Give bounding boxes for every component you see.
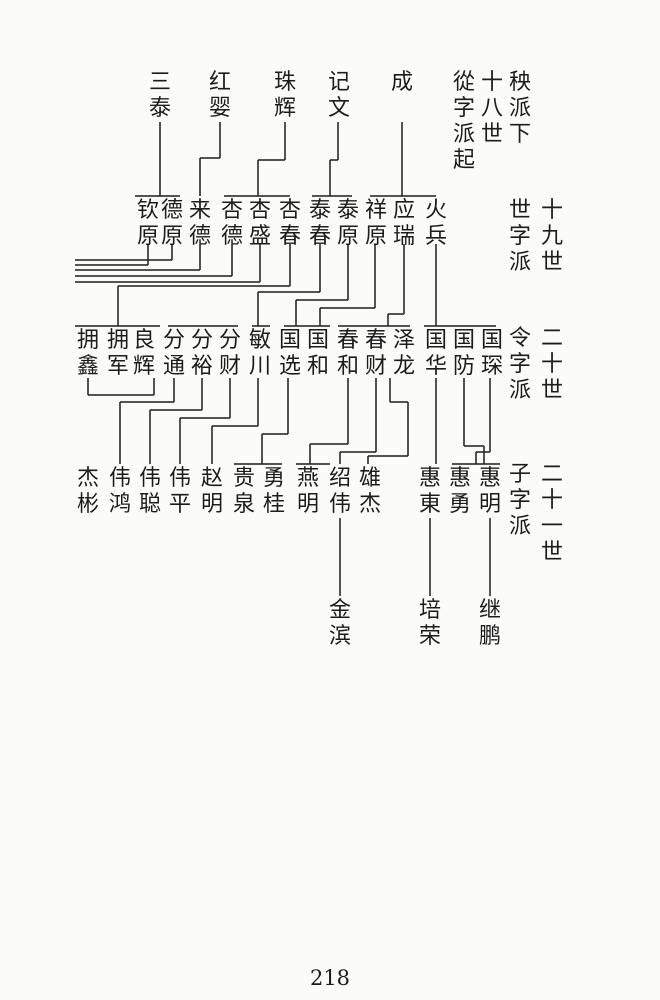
gen18-name: 成	[390, 70, 413, 95]
gen22-name: 培荣	[418, 598, 441, 649]
gen21-name: 伟平	[168, 466, 191, 517]
gen20-name: 分通	[162, 328, 185, 379]
gen20-name: 春财	[364, 328, 387, 379]
gen18-name: 记文	[327, 70, 350, 121]
gen19-name: 德原	[160, 198, 183, 249]
page-number: 218	[309, 966, 351, 990]
gen21-name: 杰彬	[76, 466, 99, 517]
gen18-header-label: 十八世	[480, 70, 503, 147]
gen19-name: 杏德	[220, 198, 243, 249]
gen19-name: 钦原	[136, 198, 159, 249]
gen19-header-label: 十九世	[540, 198, 563, 275]
gen20-name: 国琛	[480, 328, 503, 379]
gen21-name: 惠東	[418, 466, 441, 517]
gen19-name: 杏盛	[248, 198, 271, 249]
gen21-name: 燕明	[296, 466, 319, 517]
gen21-name: 惠勇	[448, 466, 471, 517]
gen19-name: 祥原	[364, 198, 387, 249]
gen21-name: 伟聪	[138, 466, 161, 517]
gen21-name: 伟鸿	[108, 466, 131, 517]
gen21-name: 惠明	[478, 466, 501, 517]
gen19-name: 泰原	[336, 198, 359, 249]
gen20-name: 敏川	[248, 328, 271, 379]
gen21-header-style: 子字派	[508, 462, 531, 539]
gen21-name: 雄杰	[358, 466, 381, 517]
gen19-name: 火兵	[424, 198, 447, 249]
gen21-name: 绍伟	[328, 466, 351, 517]
gen21-name: 赵明	[200, 466, 223, 517]
gen19-name: 应瑞	[392, 198, 415, 249]
gen19-name: 杏春	[278, 198, 301, 249]
gen19-name: 泰春	[308, 198, 331, 249]
gen21-name: 贵泉	[232, 466, 255, 517]
gen20-name: 国防	[452, 328, 475, 379]
gen22-name: 继鹏	[478, 598, 501, 649]
gen18-header-note: 從字派起	[452, 70, 475, 173]
gen20-name: 国和	[306, 328, 329, 379]
gen20-header-style: 令字派	[508, 326, 531, 403]
gen20-name: 分财	[218, 328, 241, 379]
gen18-name: 珠辉	[273, 70, 296, 121]
gen21-header-label: 二十一世	[540, 462, 563, 565]
gen20-name: 泽龙	[392, 328, 415, 379]
gen19-header-style: 世字派	[508, 198, 531, 275]
gen20-name: 春和	[336, 328, 359, 379]
gen20-name: 国选	[278, 328, 301, 379]
gen20-name: 拥鑫	[76, 328, 99, 379]
gen20-header-label: 二十世	[540, 326, 563, 403]
gen18-name: 红婴	[208, 70, 231, 121]
gen18-name: 三泰	[148, 70, 171, 121]
gen21-name: 勇桂	[262, 466, 285, 517]
gen20-name: 分裕	[190, 328, 213, 379]
gen20-name: 良辉	[132, 328, 155, 379]
gen20-name: 国华	[424, 328, 447, 379]
gen22-name: 金滨	[328, 598, 351, 649]
gen20-name: 拥军	[106, 328, 129, 379]
gen19-name: 来德	[188, 198, 211, 249]
gen18-header-title: 秧派下	[508, 70, 531, 147]
